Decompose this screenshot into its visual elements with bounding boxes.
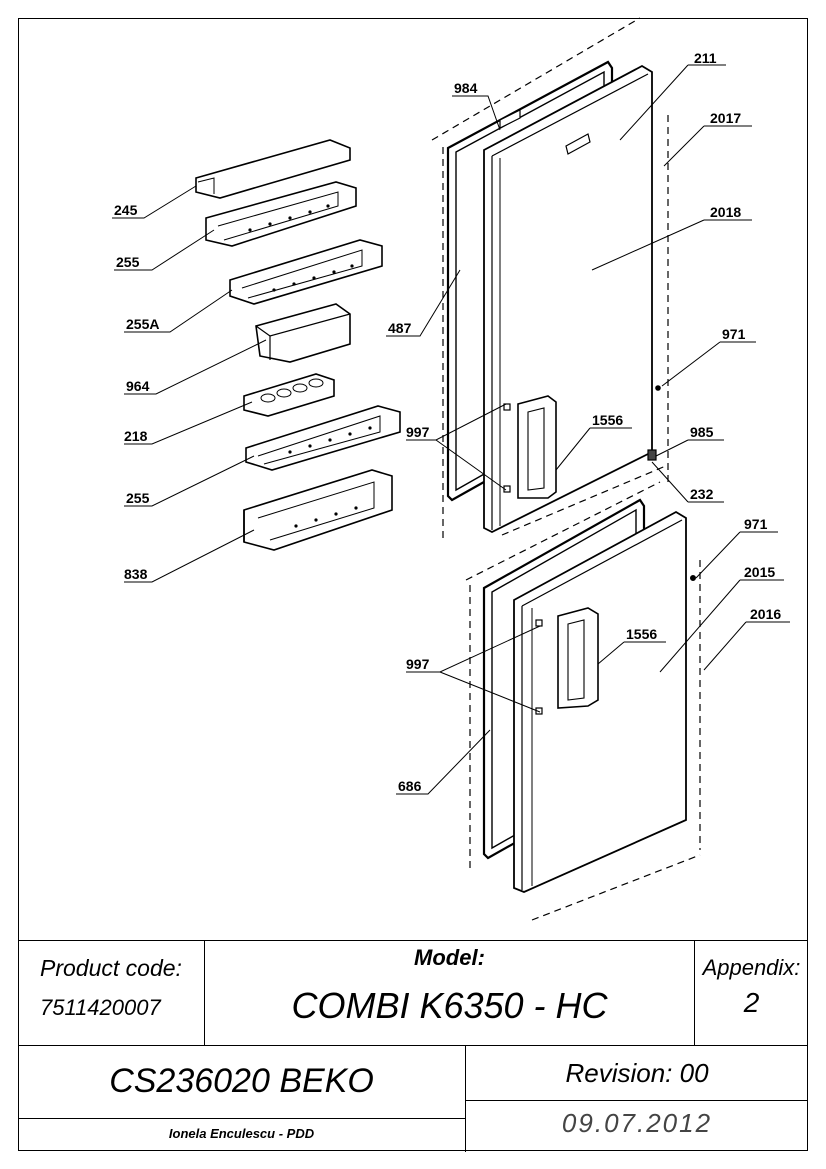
label-245: 245	[114, 202, 138, 218]
product-code-value: 7511420007	[40, 995, 161, 1020]
label-218: 218	[124, 428, 148, 444]
shelf-holes	[248, 204, 372, 528]
label-255A: 255A	[126, 316, 160, 332]
label-255-second: 255	[126, 490, 150, 506]
label-2015: 2015	[744, 564, 776, 580]
author-value: Ionela Enculescu - PDD	[168, 1126, 315, 1141]
upper-pins	[503, 385, 661, 493]
label-2016: 2016	[750, 606, 782, 622]
label-487: 487	[388, 320, 412, 336]
label-985: 985	[690, 424, 714, 440]
label-984: 984	[454, 80, 478, 96]
label-686: 686	[398, 778, 422, 794]
lower-door	[513, 510, 687, 893]
document-value: CS236020 BEKO	[109, 1062, 374, 1100]
drawing-frame	[18, 18, 808, 1151]
product-code-cell: Product code: 7511420007	[18, 941, 205, 1045]
label-1556-upper: 1556	[592, 412, 624, 428]
door-accessories	[195, 139, 401, 551]
appendix-value: 2	[743, 987, 760, 1018]
leader-lines	[112, 64, 790, 795]
revision-cell: Revision: 00 09.07.2012	[466, 1045, 808, 1152]
label-232: 232	[690, 486, 714, 502]
upper-handle	[517, 395, 557, 499]
label-971-upper: 971	[722, 326, 746, 342]
model-value: COMBI K6350 - HC	[291, 985, 608, 1026]
title-block: Product code: 7511420007 Model: COMBI K6…	[18, 940, 808, 1152]
label-2017: 2017	[710, 110, 742, 126]
date-value: 09.07.2012	[561, 1108, 713, 1138]
appendix-cell: Appendix: 2	[695, 941, 808, 1045]
appendix-label: Appendix:	[702, 955, 801, 980]
label-255: 255	[116, 254, 140, 270]
label-964: 964	[126, 378, 150, 394]
label-971-lower: 971	[744, 516, 768, 532]
label-1556-lower: 1556	[626, 626, 658, 642]
model-cell: Model: COMBI K6350 - HC	[205, 941, 695, 1045]
revision-value: Revision: 00	[565, 1058, 709, 1088]
lower-handle	[557, 607, 599, 709]
label-997-upper: 997	[406, 424, 430, 440]
label-997-lower: 997	[406, 656, 430, 672]
label-838: 838	[124, 566, 148, 582]
label-211: 211	[694, 50, 717, 66]
label-2018: 2018	[710, 204, 742, 220]
author-divider	[18, 1118, 465, 1119]
upper-door	[483, 64, 653, 534]
document-cell: CS236020 BEKO Ionela Enculescu - PDD	[18, 1045, 466, 1152]
product-code-label: Product code:	[40, 955, 182, 981]
date-divider	[466, 1100, 808, 1101]
lower-pins	[535, 574, 696, 715]
model-label: Model:	[414, 945, 485, 970]
